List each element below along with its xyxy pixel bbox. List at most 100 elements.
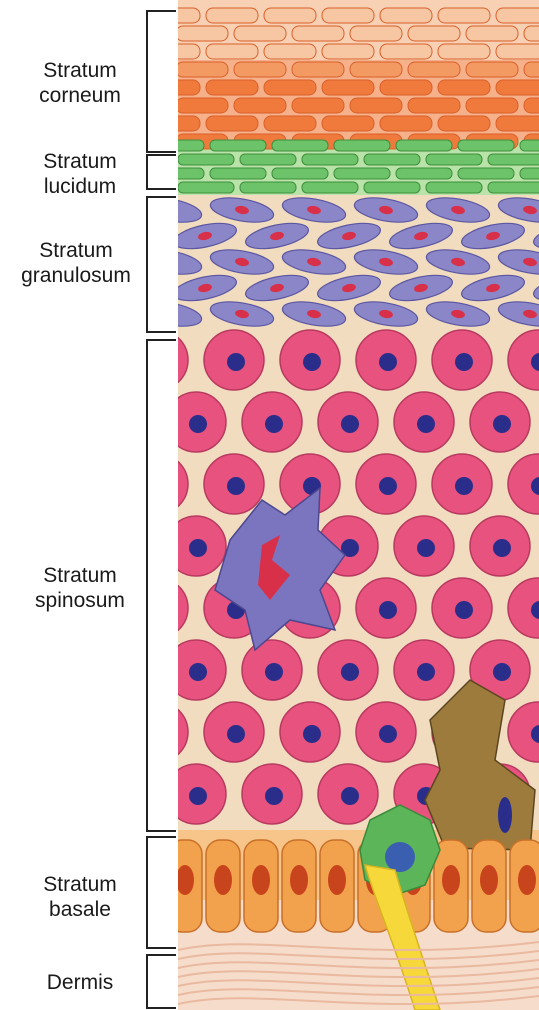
basale-nucleus (252, 865, 270, 895)
basale-nucleus (442, 865, 460, 895)
lucidum-cell (240, 154, 296, 165)
layers-group (128, 0, 539, 1010)
label-stratum-lucidum: Stratum lucidum (10, 149, 150, 199)
corneum-cell (524, 26, 539, 41)
label-stratum-spinosum: Stratum spinosum (10, 563, 150, 613)
corneum-cell (466, 98, 518, 113)
lucidum-cell (396, 168, 452, 179)
corneum-cell (292, 62, 344, 77)
corneum-cell (496, 80, 539, 95)
bracket-spinosum (146, 339, 176, 832)
corneum-cell (466, 62, 518, 77)
corneum-cell (292, 26, 344, 41)
corneum-cell (438, 80, 490, 95)
corneum-cell (234, 26, 286, 41)
lucidum-cell (240, 182, 296, 193)
lucidum-cell (334, 140, 390, 151)
bracket-basale (146, 836, 176, 949)
corneum-cell (466, 26, 518, 41)
basale-nucleus (176, 865, 194, 895)
corneum-cell (408, 62, 460, 77)
corneum-cell (322, 116, 374, 131)
spinosum-nucleus (379, 477, 397, 495)
basale-nucleus (328, 865, 346, 895)
lucidum-cell (302, 154, 358, 165)
corneum-cell (496, 44, 539, 59)
spinosum-nucleus (455, 601, 473, 619)
spinosum-nucleus (417, 415, 435, 433)
bracket-dermis (146, 954, 176, 1009)
lucidum-cell (458, 140, 514, 151)
basale-nucleus (214, 865, 232, 895)
lucidum-cell (272, 140, 328, 151)
lucidum-cell (364, 182, 420, 193)
label-stratum-corneum: Stratum corneum (10, 58, 150, 108)
spinosum-nucleus (417, 663, 435, 681)
melanocyte-nucleus (498, 797, 512, 833)
lucidum-cell (178, 182, 234, 193)
lucidum-cell (458, 168, 514, 179)
spinosum-nucleus (227, 725, 245, 743)
bracket-granulosum (146, 196, 176, 333)
corneum-cell (380, 44, 432, 59)
corneum-cell (438, 44, 490, 59)
corneum-cell (408, 98, 460, 113)
corneum-cell (380, 80, 432, 95)
lucidum-cell (178, 154, 234, 165)
corneum-cell (438, 8, 490, 23)
corneum-cell (206, 80, 258, 95)
merkel-nucleus (385, 842, 415, 872)
corneum-cell (206, 44, 258, 59)
spinosum-nucleus (417, 539, 435, 557)
spinosum-nucleus (303, 725, 321, 743)
corneum-cell (408, 26, 460, 41)
spinosum-nucleus (227, 477, 245, 495)
corneum-cell (264, 80, 316, 95)
spinosum-nucleus (189, 415, 207, 433)
corneum-cell (322, 80, 374, 95)
lucidum-cell (520, 168, 539, 179)
corneum-cell (524, 98, 539, 113)
label-dermis: Dermis (10, 970, 150, 995)
spinosum-nucleus (265, 787, 283, 805)
label-stratum-granulosum: Stratum granulosum (6, 238, 146, 288)
corneum-cell (176, 98, 228, 113)
lucidum-cell (334, 168, 390, 179)
label-stratum-basale: Stratum basale (10, 872, 150, 922)
spinosum-nucleus (379, 601, 397, 619)
lucidum-cell (520, 140, 539, 151)
lucidum-cell (426, 154, 482, 165)
lucidum-cell (210, 140, 266, 151)
corneum-cell (496, 8, 539, 23)
corneum-cell (264, 116, 316, 131)
spinosum-nucleus (493, 663, 511, 681)
spinosum-nucleus (455, 477, 473, 495)
spinosum-nucleus (493, 539, 511, 557)
basale-nucleus (290, 865, 308, 895)
spinosum-nucleus (455, 353, 473, 371)
spinosum-nucleus (189, 539, 207, 557)
corneum-cell (206, 8, 258, 23)
lucidum-cell (272, 168, 328, 179)
spinosum-nucleus (379, 725, 397, 743)
spinosum-nucleus (341, 787, 359, 805)
spinosum-nucleus (189, 663, 207, 681)
corneum-cell (380, 8, 432, 23)
corneum-cell (234, 98, 286, 113)
corneum-cell (380, 116, 432, 131)
basale-nucleus (518, 865, 536, 895)
spinosum-nucleus (341, 415, 359, 433)
lucidum-cell (302, 182, 358, 193)
lucidum-cell (488, 154, 539, 165)
corneum-cell (264, 8, 316, 23)
spinosum-nucleus (341, 663, 359, 681)
corneum-cell (350, 26, 402, 41)
corneum-cell (292, 98, 344, 113)
spinosum-nucleus (189, 787, 207, 805)
lucidum-cell (364, 154, 420, 165)
corneum-cell (524, 62, 539, 77)
lucidum-cell (488, 182, 539, 193)
lucidum-cell (426, 182, 482, 193)
corneum-cell (176, 26, 228, 41)
